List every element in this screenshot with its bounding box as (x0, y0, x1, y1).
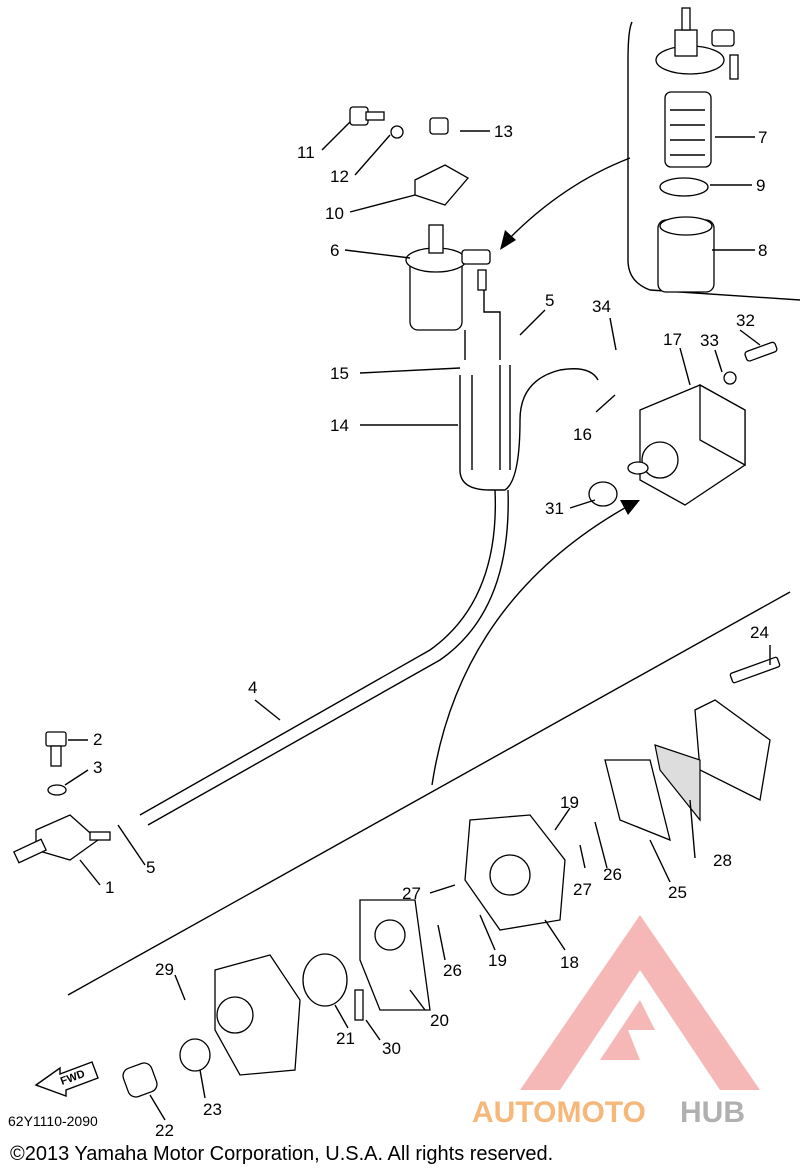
watermark-text-part1: AUTOMOTO (472, 1096, 646, 1129)
inset-arrow (502, 157, 631, 246)
callout-4: 4 (248, 678, 257, 697)
callout-5-upper: 5 (545, 291, 554, 310)
inset-border (627, 21, 800, 301)
watermark-text: AUTOMOTO HUB (472, 1096, 745, 1129)
callout-1: 1 (105, 878, 114, 897)
callout-labels: 1 2 3 4 5 5 6 7 8 9 10 11 12 13 14 15 16… (93, 122, 769, 1140)
callout-15: 15 (330, 364, 349, 383)
callout-3: 3 (93, 758, 102, 777)
fuel-hose-4-b (147, 489, 509, 826)
callout-2: 2 (93, 730, 102, 749)
callout-19-top: 19 (560, 793, 579, 812)
fwd-arrow: FWD (34, 1061, 99, 1098)
callout-5-lower: 5 (146, 858, 155, 877)
fuel-joint-assembly (13, 731, 111, 864)
callout-22: 22 (155, 1121, 174, 1140)
callout-18: 18 (560, 953, 579, 972)
callout-12: 12 (330, 167, 349, 186)
pump-body-exploded (122, 656, 781, 1098)
callout-23: 23 (203, 1100, 222, 1119)
callout-7: 7 (758, 128, 767, 147)
callout-33: 33 (700, 331, 719, 350)
callout-8: 8 (758, 241, 767, 260)
callout-13: 13 (494, 122, 513, 141)
engine-outline-line (67, 591, 791, 996)
watermark-text-part2: HUB (680, 1096, 745, 1129)
callout-17: 17 (663, 330, 682, 349)
callout-14: 14 (330, 416, 349, 435)
fuel-hose-14 (459, 368, 599, 491)
inset-filter-group (655, 7, 739, 293)
callout-25: 25 (668, 883, 687, 902)
callout-34: 34 (592, 297, 611, 316)
fuel-filter-assembly (349, 106, 501, 360)
watermark-logo (520, 915, 760, 1090)
pump-arrow (431, 504, 631, 786)
fuel-pump-assembly (588, 341, 778, 507)
part-number: 62Y1110-2090 (8, 1113, 98, 1129)
callout-27-right: 27 (573, 880, 592, 899)
fuel-hose-14-inner (471, 365, 511, 470)
callout-26-right: 26 (603, 865, 622, 884)
callout-19-bottom: 19 (488, 951, 507, 970)
callout-29: 29 (155, 960, 174, 979)
callout-30: 30 (382, 1039, 401, 1058)
callout-11: 11 (297, 143, 315, 162)
fuel-hose-4-a (139, 489, 497, 816)
callout-21: 21 (336, 1029, 355, 1048)
callout-31: 31 (545, 499, 564, 518)
callout-9: 9 (756, 176, 765, 195)
leader-lines (64, 121, 771, 1121)
callout-32: 32 (736, 311, 755, 330)
callout-24: 24 (750, 623, 769, 642)
callout-10: 10 (325, 204, 344, 223)
callout-16: 16 (573, 425, 592, 444)
callout-20: 20 (430, 1011, 449, 1030)
callout-6: 6 (330, 241, 339, 260)
callout-27-left: 27 (402, 884, 421, 903)
copyright-notice: ©2013 Yamaha Motor Corporation, U.S.A. A… (10, 1143, 553, 1165)
callout-26-left: 26 (443, 961, 462, 980)
callout-28: 28 (713, 851, 732, 870)
